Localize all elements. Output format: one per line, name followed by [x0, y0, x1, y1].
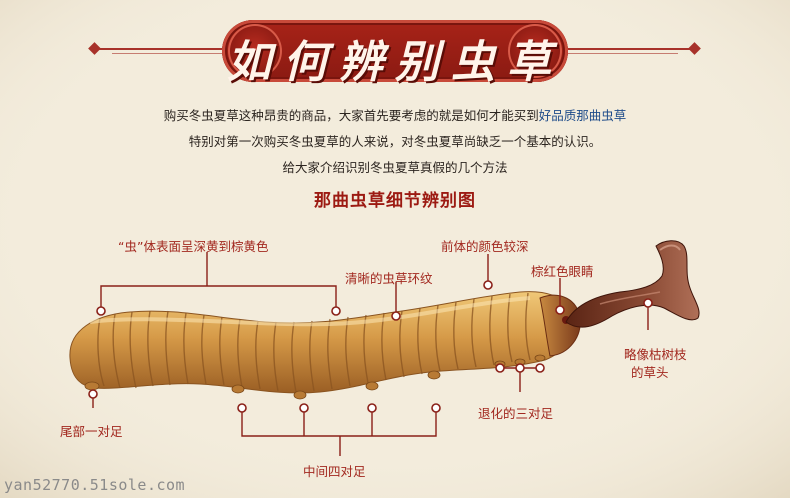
intro-line-1-text: 购买冬虫夏草这种昂贵的商品，大家首先要考虑的就是如何才能买到	[163, 108, 539, 123]
watermark: yan52770.51sole.com	[4, 476, 186, 494]
annotation-dots	[88, 280, 653, 413]
intro-line-2: 特别对第一次购买冬虫夏草的人来说，对冬虫夏草尚缺乏一个基本的认识。	[188, 134, 602, 149]
plaque-roundel-right	[508, 24, 562, 78]
label-rings: 清晰的虫草环纹	[345, 271, 433, 286]
banner-rule-left-thin	[112, 53, 224, 54]
diagram-heading: 那曲虫草细节辨别图	[314, 191, 476, 211]
label-branch-1: 略像枯树枝	[624, 347, 687, 362]
banner-rule-left	[96, 48, 224, 50]
label-front-color: 前体的颜色较深	[441, 239, 529, 254]
label-surface-color: “虫”体表面呈深黄到棕黄色	[118, 239, 269, 254]
label-tail-feet: 尾部一对足	[60, 424, 123, 439]
product-link[interactable]: 好品质那曲虫草	[538, 108, 627, 123]
label-middle-feet: 中间四对足	[303, 464, 366, 479]
title-banner: 如何辨别虫草	[0, 0, 790, 98]
caterpillar-body	[69, 291, 581, 400]
banner-rule-right	[566, 48, 694, 50]
label-branch-2: 的草头	[631, 365, 669, 380]
label-eyes: 棕红色眼睛	[531, 264, 594, 279]
banner-rule-right-thin	[566, 53, 678, 54]
label-degenerate-feet: 退化的三对足	[478, 406, 554, 421]
title-plaque: 如何辨别虫草	[222, 20, 568, 88]
intro-line-3: 给大家介绍识别冬虫夏草真假的几个方法	[282, 160, 508, 175]
page-title: 如何辨别虫草	[227, 37, 563, 88]
stroma	[565, 240, 700, 328]
intro-line-1: 购买冬虫夏草这种昂贵的商品，大家首先要考虑的就是如何才能买到好品质那曲虫草	[0, 105, 790, 124]
plaque-roundel-left	[228, 24, 282, 78]
